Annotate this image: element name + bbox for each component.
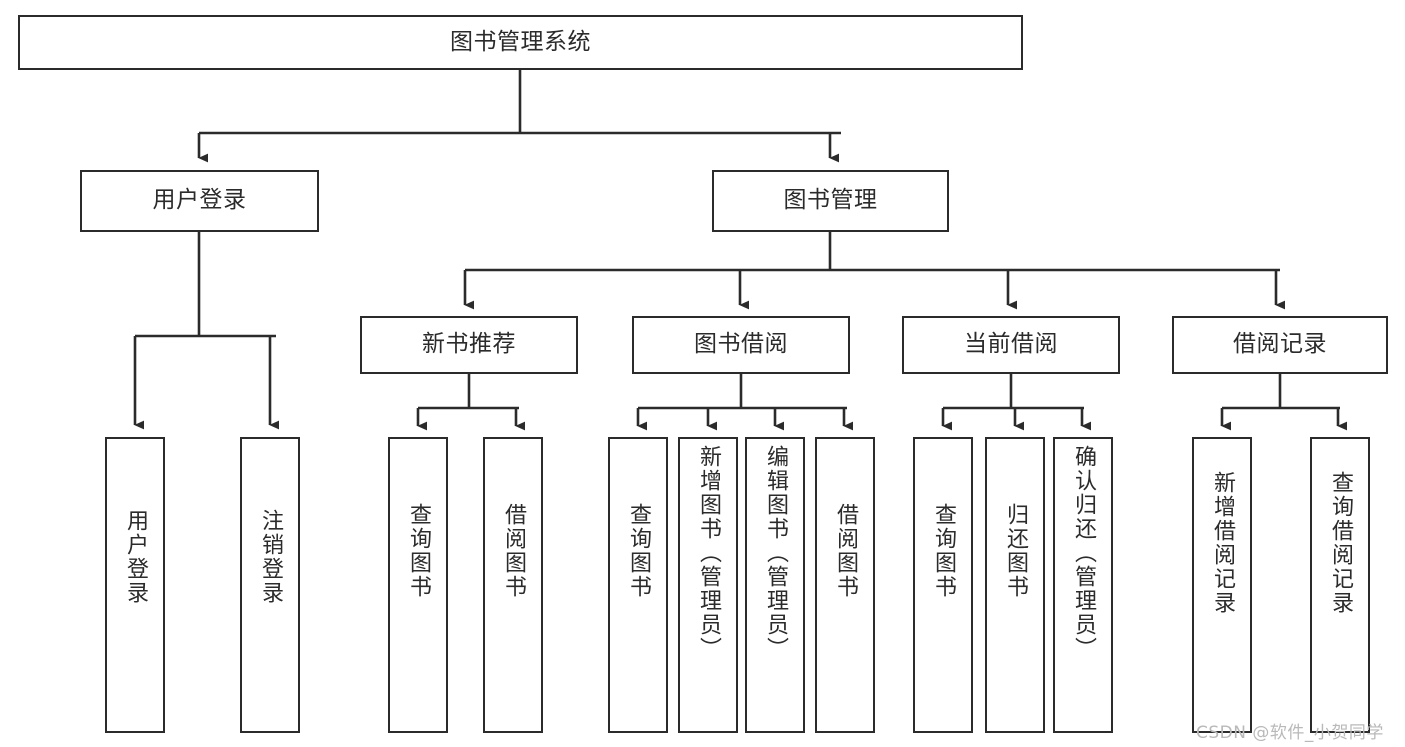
node-leaf-query-book-2[interactable]: 查询图书 [608,437,668,733]
node-root-system[interactable]: 图书管理系统 [18,15,1023,70]
connector-borrow-record-to-leaves [1220,374,1348,431]
node-book-borrow[interactable]: 图书借阅 [632,316,850,374]
node-leaf-user-login[interactable]: 用户登录 [105,437,165,733]
node-leaf-edit-book[interactable]: 编辑图书（管理员） [745,437,805,733]
node-root-system-label: 图书管理系统 [450,28,591,55]
node-leaf-query-record[interactable]: 查询借阅记录 [1310,437,1370,733]
connector-current-borrow-to-leaves [941,374,1092,431]
node-leaf-user-login-label: 用户登录 [123,509,148,605]
node-leaf-query-book-3-label: 查询图书 [931,503,956,599]
node-user-login-label: 用户登录 [152,187,247,214]
node-leaf-query-record-label: 查询借阅记录 [1328,471,1353,615]
node-leaf-add-record[interactable]: 新增借阅记录 [1192,437,1252,733]
node-leaf-borrow-book-1[interactable]: 借阅图书 [483,437,543,733]
node-user-login[interactable]: 用户登录 [80,170,319,232]
node-leaf-borrow-book-1-label: 借阅图书 [501,503,526,599]
node-leaf-confirm-return[interactable]: 确认归还（管理员） [1053,437,1113,733]
node-leaf-query-book-3[interactable]: 查询图书 [913,437,973,733]
connector-user-login-to-leaves [133,232,280,430]
node-leaf-query-book-1[interactable]: 查询图书 [388,437,448,733]
node-book-borrow-label: 图书借阅 [694,331,788,358]
node-leaf-user-logout-label: 注销登录 [258,509,283,605]
node-leaf-return-book[interactable]: 归还图书 [985,437,1045,733]
node-leaf-query-book-1-label: 查询图书 [406,503,431,599]
node-leaf-return-book-label: 归还图书 [1003,503,1028,599]
node-new-book-rec[interactable]: 新书推荐 [360,316,578,374]
node-current-borrow-label: 当前借阅 [964,331,1058,358]
node-leaf-query-book-2-label: 查询图书 [626,503,651,599]
node-leaf-borrow-book-2[interactable]: 借阅图书 [815,437,875,733]
connector-root-to-level1 [197,70,841,163]
node-leaf-add-book[interactable]: 新增图书（管理员） [678,437,738,733]
connector-book-manage-to-level2 [463,232,1286,310]
node-borrow-record[interactable]: 借阅记录 [1172,316,1388,374]
node-new-book-rec-label: 新书推荐 [422,331,516,358]
node-leaf-borrow-book-2-label: 借阅图书 [833,503,858,599]
node-borrow-record-label: 借阅记录 [1233,331,1327,358]
node-leaf-confirm-return-label: 确认归还（管理员） [1071,445,1096,661]
node-current-borrow[interactable]: 当前借阅 [902,316,1120,374]
node-book-manage[interactable]: 图书管理 [712,170,949,232]
node-leaf-add-record-label: 新增借阅记录 [1210,471,1235,615]
node-book-manage-label: 图书管理 [783,187,878,214]
node-leaf-user-logout[interactable]: 注销登录 [240,437,300,733]
node-leaf-edit-book-label: 编辑图书（管理员） [763,445,788,661]
connector-new-book-rec-to-leaves [416,374,526,431]
node-leaf-add-book-label: 新增图书（管理员） [696,445,721,661]
connector-book-borrow-to-leaves [636,374,854,431]
